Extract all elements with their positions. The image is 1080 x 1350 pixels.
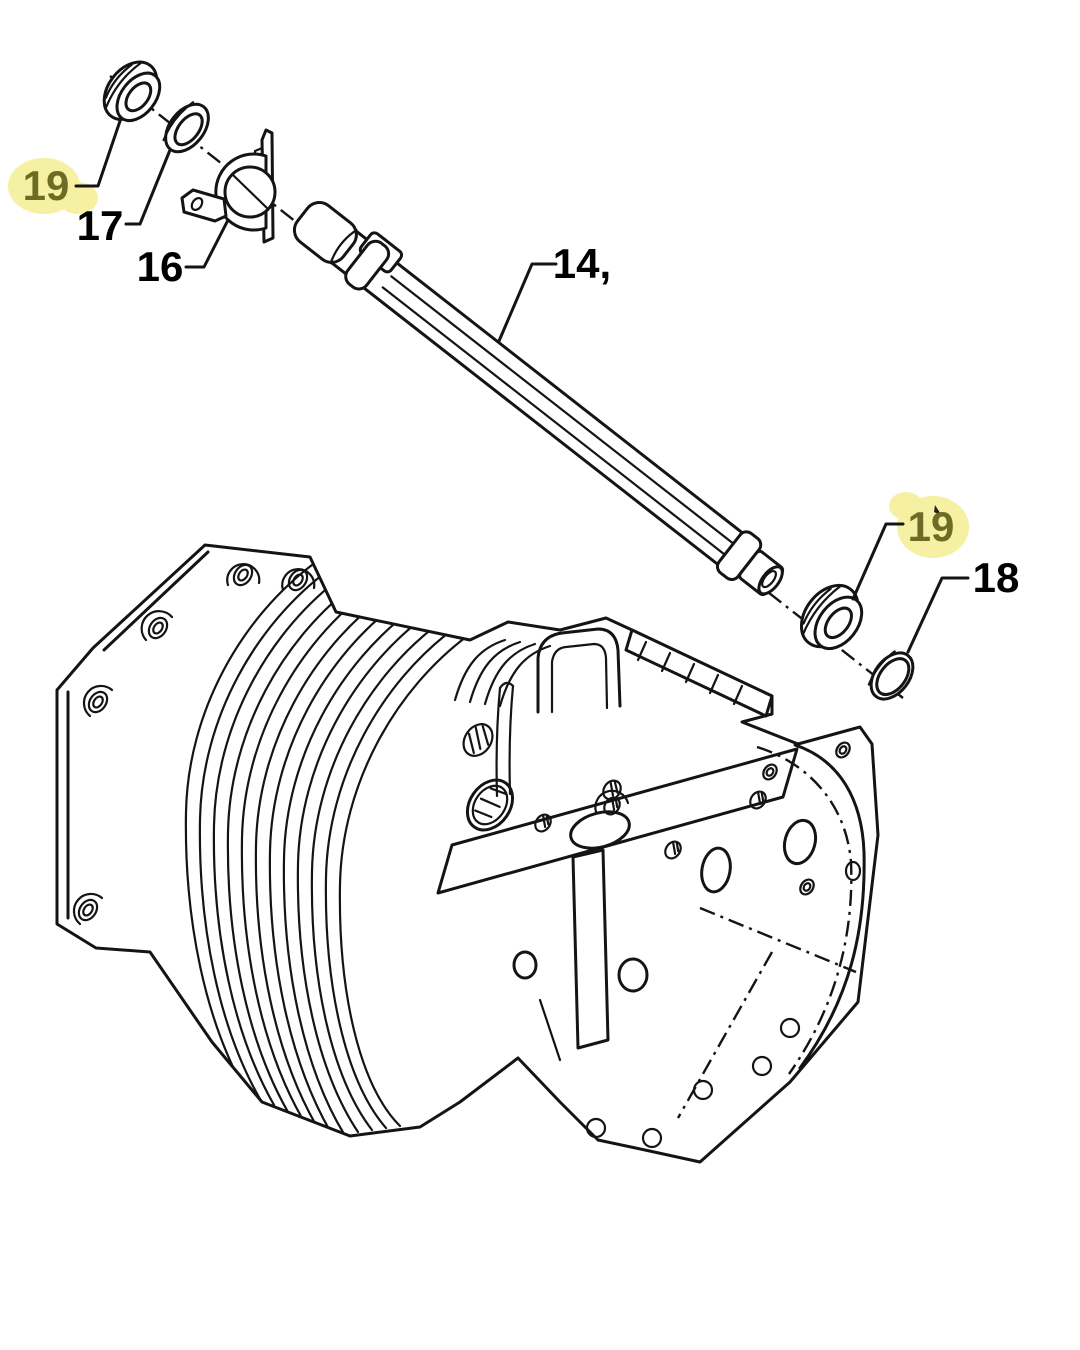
part-number-label: 17 — [77, 202, 124, 249]
part-washer-17 — [162, 101, 210, 154]
mounting-bar — [436, 747, 799, 895]
part-number-label: 19 — [908, 503, 955, 550]
cylinder-head-fins — [453, 628, 774, 718]
callout-17[interactable]: 17 — [77, 148, 172, 249]
part-number-label: 18 — [973, 554, 1020, 601]
engine-block — [55, 543, 880, 1164]
part-number-label: 16 — [137, 243, 184, 290]
part-seal-19-upper — [102, 60, 162, 123]
leader-line — [74, 119, 122, 188]
head-cover-plate — [624, 628, 774, 718]
callout-18[interactable]: 18 — [906, 554, 1020, 654]
callout-16[interactable]: 16 — [137, 218, 230, 290]
highlight-blob — [58, 182, 98, 214]
part-shaft-14 — [292, 201, 785, 597]
leader-line — [906, 576, 970, 654]
part-seal-19-lower — [799, 583, 864, 651]
callouts: 19 17 16 14, 19 18 — [8, 119, 1020, 654]
part-oring-18 — [867, 650, 915, 701]
leader-line — [497, 262, 558, 343]
callout-14[interactable]: 14, — [497, 240, 611, 343]
callout-19-upper[interactable]: 19 — [8, 119, 122, 214]
leader-line — [124, 148, 172, 226]
part-number-label: 19 — [23, 162, 70, 209]
leader-line — [851, 522, 905, 601]
leader-line — [184, 218, 230, 269]
threaded-bosses — [462, 723, 622, 832]
callout-19-lower[interactable]: 19 — [851, 492, 969, 601]
pushrod-channel — [495, 627, 622, 798]
cooling-fins — [184, 560, 472, 1136]
print-speck — [934, 505, 942, 516]
part-bracket-16 — [180, 128, 277, 244]
rear-housing — [512, 741, 866, 1149]
highlight-blob — [889, 492, 923, 520]
part-number-label: 14, — [553, 240, 611, 287]
